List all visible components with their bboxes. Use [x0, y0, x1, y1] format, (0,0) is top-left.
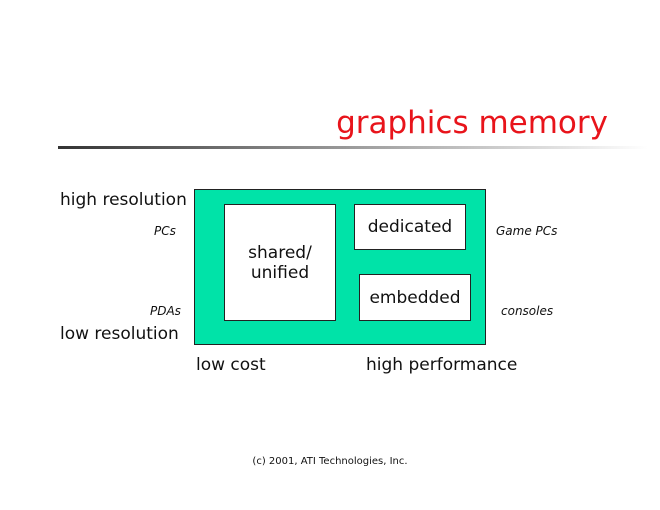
- pcs-label: PCs: [154, 224, 176, 238]
- shared-label: shared/ unified: [248, 242, 312, 283]
- game-pcs-label: Game PCs: [496, 224, 558, 238]
- consoles-label: consoles: [501, 304, 554, 318]
- shared-unified-box: shared/ unified: [224, 204, 336, 321]
- copyright-footer: (c) 2001, ATI Technologies, Inc.: [252, 456, 408, 467]
- dedicated-box: dedicated: [354, 204, 466, 250]
- slide-title: graphics memory: [336, 105, 608, 141]
- pdas-label: PDAs: [150, 304, 181, 318]
- title-divider: [58, 146, 648, 149]
- embedded-box: embedded: [359, 274, 471, 321]
- low-resolution-label: low resolution: [60, 324, 179, 344]
- high-performance-label: high performance: [366, 355, 518, 375]
- dedicated-label: dedicated: [367, 217, 453, 237]
- high-resolution-label: high resolution: [60, 190, 187, 210]
- embedded-label: embedded: [369, 287, 461, 308]
- low-cost-label: low cost: [196, 355, 266, 375]
